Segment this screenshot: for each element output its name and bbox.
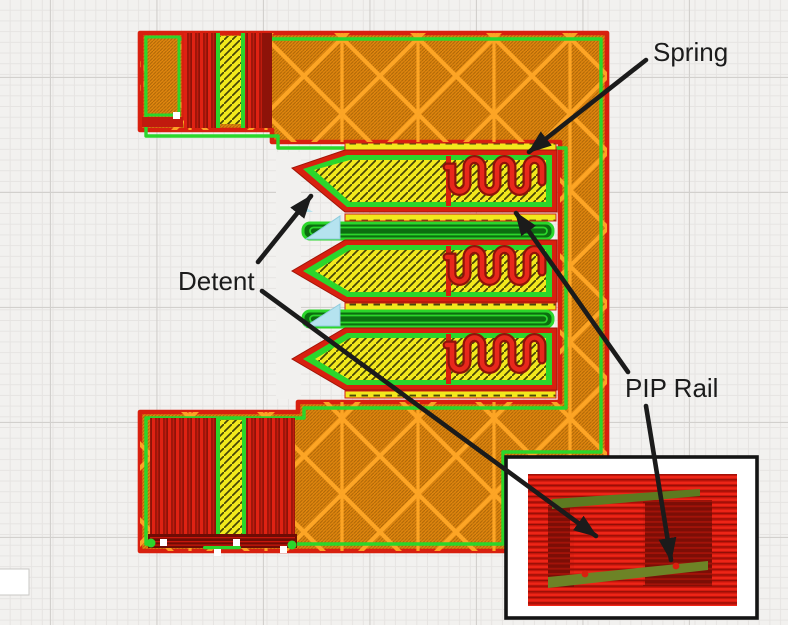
arm-wall-stripes <box>246 418 295 535</box>
arm-skin-column <box>220 420 242 537</box>
spring-serpentine <box>444 157 545 194</box>
arm-wall-stripes <box>245 33 262 128</box>
seam-green-dash <box>203 546 241 550</box>
arm-skin-column <box>220 36 241 124</box>
inset-top-slope <box>552 489 700 509</box>
arm-green-wall <box>216 418 220 535</box>
inset-detail-view <box>504 455 759 620</box>
seam-dot <box>173 112 180 119</box>
finger-cavity <box>276 142 558 399</box>
bridge-infill <box>304 215 341 240</box>
seam-green-blob <box>287 540 297 550</box>
spring-arrow <box>526 57 649 155</box>
arm-green-wall <box>241 33 245 128</box>
inset-seam-dot <box>672 562 680 570</box>
pip-rail-arrow-upper <box>513 210 631 375</box>
window-infill <box>144 35 181 117</box>
bridge-infill <box>304 303 341 327</box>
detent-label: Detent <box>178 266 255 296</box>
seam-dot <box>233 539 240 546</box>
arm-wall-stripes <box>150 418 216 535</box>
arm-dark-wall <box>262 33 272 128</box>
seam-texture-line <box>150 544 295 546</box>
tooltip-remnant <box>0 568 30 596</box>
spring-serpentine <box>444 335 545 372</box>
pip-rail-band <box>344 142 557 151</box>
inset-seam-dot <box>581 570 589 578</box>
printed-part <box>137 30 610 556</box>
finger-3 <box>291 327 558 391</box>
slot-channel <box>301 309 555 329</box>
detent-arrow-to-inset <box>259 288 599 539</box>
inset-bottom-slope <box>548 561 708 588</box>
seam-dot <box>280 546 287 553</box>
lower-left-arm <box>146 418 297 556</box>
annotations: Spring Detent PIP Rail <box>178 37 728 563</box>
seam-dot <box>160 539 167 546</box>
arm-wall-fill <box>142 117 183 127</box>
slot-channel <box>301 221 555 241</box>
finger-1 <box>290 149 558 213</box>
pip-rail-arrow-to-inset <box>643 403 677 563</box>
pip-rail-label: PIP Rail <box>625 373 718 403</box>
top-left-arm <box>140 31 272 128</box>
finger-2 <box>291 239 558 303</box>
seam-dot <box>214 549 221 556</box>
seam-texture-line <box>150 537 295 539</box>
pip-rail-band <box>344 302 557 311</box>
seam-texture-line <box>150 541 295 543</box>
pip-rail-band <box>344 213 557 222</box>
seam-green-blob <box>146 538 156 548</box>
arm-green-wall <box>242 418 246 535</box>
spring-label: Spring <box>653 37 728 67</box>
arm-green-wall <box>216 33 220 128</box>
arm-wall-stripes <box>184 33 216 128</box>
part-inner-wall <box>144 37 603 546</box>
pip-rail-band <box>344 390 557 399</box>
detent-arrow-upper <box>255 193 314 265</box>
spring-serpentine <box>444 247 545 284</box>
